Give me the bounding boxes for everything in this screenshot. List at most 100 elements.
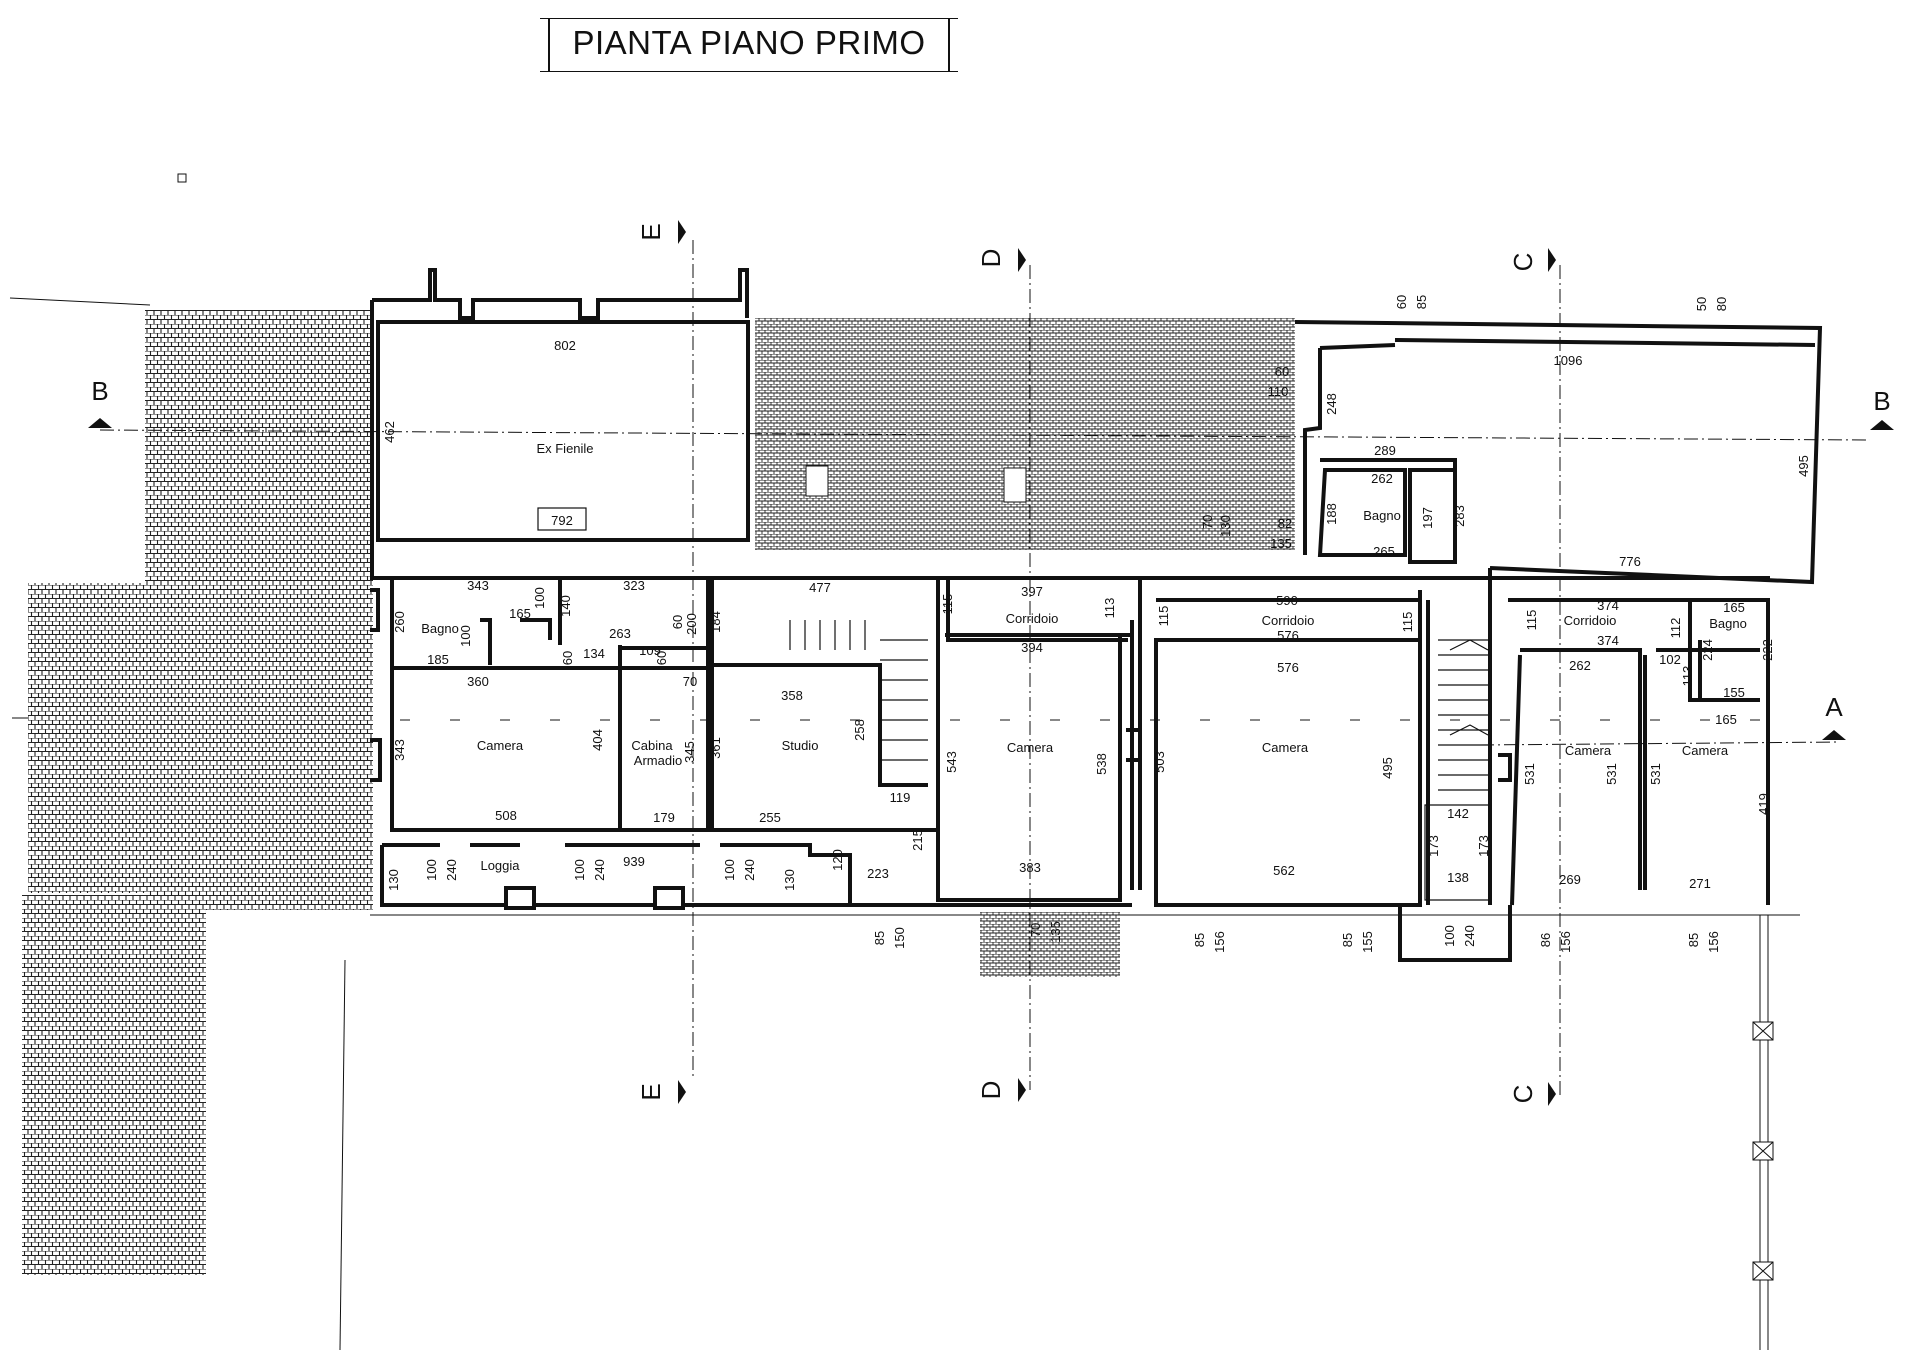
dim: 185 bbox=[427, 652, 449, 667]
dim: 222 bbox=[1760, 639, 1775, 661]
dim: 240 bbox=[592, 859, 607, 881]
room-bagno-2: Bagno bbox=[1363, 508, 1401, 523]
dim: 60 bbox=[670, 615, 685, 629]
dim: 134 bbox=[583, 646, 605, 661]
dim: 165 bbox=[1723, 600, 1745, 615]
dim: 477 bbox=[809, 580, 831, 595]
dim: 215 bbox=[910, 829, 925, 851]
dim: 100 bbox=[1442, 925, 1457, 947]
room-loggia: Loggia bbox=[480, 858, 520, 873]
dim: 80 bbox=[1714, 297, 1729, 311]
dim: 374 bbox=[1597, 633, 1619, 648]
dim: 115 bbox=[1524, 610, 1539, 631]
dim: 283 bbox=[1452, 505, 1467, 527]
dim: 60 bbox=[1394, 295, 1409, 309]
room-labels: Ex Fienile Bagno Camera Cabina Armadio S… bbox=[421, 441, 1747, 873]
dim: 223 bbox=[867, 866, 889, 881]
dim: 130 bbox=[386, 869, 401, 891]
dim: 70 bbox=[1028, 923, 1043, 937]
section-axes bbox=[99, 240, 1871, 1095]
title-frame: PIANTA PIANO PRIMO bbox=[540, 18, 958, 72]
section-label-b-right: B bbox=[1873, 386, 1890, 416]
vertical-dimension-labels: 462 260 100 100 140 60 60 60 200 343 404… bbox=[382, 295, 1811, 953]
dim: 110 bbox=[1268, 384, 1289, 399]
room-cabina: Cabina bbox=[631, 738, 673, 753]
section-label-d-bottom: D bbox=[976, 1081, 1006, 1100]
dim: 100 bbox=[424, 859, 439, 881]
dim: 269 bbox=[1559, 872, 1581, 887]
dim: 165 bbox=[1715, 712, 1737, 727]
dim: 531 bbox=[1522, 763, 1537, 785]
dim: 503 bbox=[1152, 751, 1167, 773]
dim: 85 bbox=[1340, 933, 1355, 947]
dim: 50 bbox=[1694, 297, 1709, 311]
room-camera-3: Camera bbox=[1262, 740, 1309, 755]
dim: 462 bbox=[382, 421, 397, 443]
dim: 115 bbox=[1156, 606, 1171, 627]
dim: 70 bbox=[683, 674, 697, 689]
dim: 397 bbox=[1021, 584, 1043, 599]
dim: 345 bbox=[682, 741, 697, 763]
dim: 404 bbox=[590, 729, 605, 751]
room-armadio: Armadio bbox=[634, 753, 682, 768]
stairs bbox=[789, 620, 1491, 901]
dim: 138 bbox=[1447, 870, 1469, 885]
room-corridoio-2: Corridoio bbox=[1262, 613, 1315, 628]
dim: 240 bbox=[1462, 925, 1477, 947]
dim: 102 bbox=[1659, 652, 1681, 667]
dim: 343 bbox=[392, 739, 407, 761]
room-camera-1: Camera bbox=[477, 738, 524, 753]
dim: 271 bbox=[1689, 876, 1711, 891]
dim: 1096 bbox=[1554, 353, 1583, 368]
dim: 343 bbox=[467, 578, 489, 593]
dim: 156 bbox=[1706, 931, 1721, 953]
dim: 323 bbox=[623, 578, 645, 593]
dim: 531 bbox=[1604, 763, 1619, 785]
room-corridoio-1: Corridoio bbox=[1006, 611, 1059, 626]
section-label-b-left: B bbox=[91, 376, 108, 406]
dim: 263 bbox=[609, 626, 631, 641]
dim: 82 bbox=[1278, 516, 1292, 531]
dim: 576 bbox=[1277, 660, 1299, 675]
dim: 115 bbox=[1400, 612, 1415, 633]
dim: 155 bbox=[1360, 931, 1375, 953]
dim: 115 bbox=[940, 594, 955, 615]
dim: 262 bbox=[1569, 658, 1591, 673]
dim: 262 bbox=[1371, 471, 1393, 486]
dim: 85 bbox=[1414, 295, 1429, 309]
section-label-d-top: D bbox=[976, 249, 1006, 268]
dim: 173 bbox=[1426, 835, 1441, 857]
section-label-e-bottom: E bbox=[636, 1083, 666, 1100]
dim: 374 bbox=[1597, 598, 1619, 613]
dim: 135 bbox=[1270, 536, 1292, 551]
dim: 156 bbox=[1558, 931, 1573, 953]
dim: 590 bbox=[1276, 593, 1298, 608]
dim: 86 bbox=[1538, 933, 1553, 947]
section-label-e-top: E bbox=[636, 223, 666, 240]
dim: 60 bbox=[560, 651, 575, 665]
dim: 188 bbox=[1324, 503, 1339, 525]
dim: 200 bbox=[684, 613, 699, 635]
dim: 135 bbox=[1048, 921, 1063, 943]
walls bbox=[370, 268, 1823, 962]
room-camera-5: Camera bbox=[1682, 743, 1729, 758]
dim: 120 bbox=[830, 849, 845, 871]
dim: 130 bbox=[1218, 515, 1233, 537]
dim: 248 bbox=[1324, 393, 1339, 415]
dim: 802 bbox=[554, 338, 576, 353]
dim: 240 bbox=[742, 859, 757, 881]
dim: 776 bbox=[1619, 554, 1641, 569]
dim: 260 bbox=[392, 611, 407, 633]
dim: 70 bbox=[1200, 515, 1215, 529]
dim: 258 bbox=[852, 719, 867, 741]
dim: 538 bbox=[1094, 753, 1109, 775]
dim: 60 bbox=[1275, 364, 1289, 379]
dim: 265 bbox=[1373, 544, 1395, 559]
section-markers: E D C E D C B B A bbox=[88, 220, 1894, 1106]
dim: 173 bbox=[1476, 835, 1491, 857]
site-lines bbox=[9, 173, 1800, 1351]
dim: 255 bbox=[759, 810, 781, 825]
dim: 419 bbox=[1756, 793, 1771, 815]
dim: 140 bbox=[558, 595, 573, 617]
